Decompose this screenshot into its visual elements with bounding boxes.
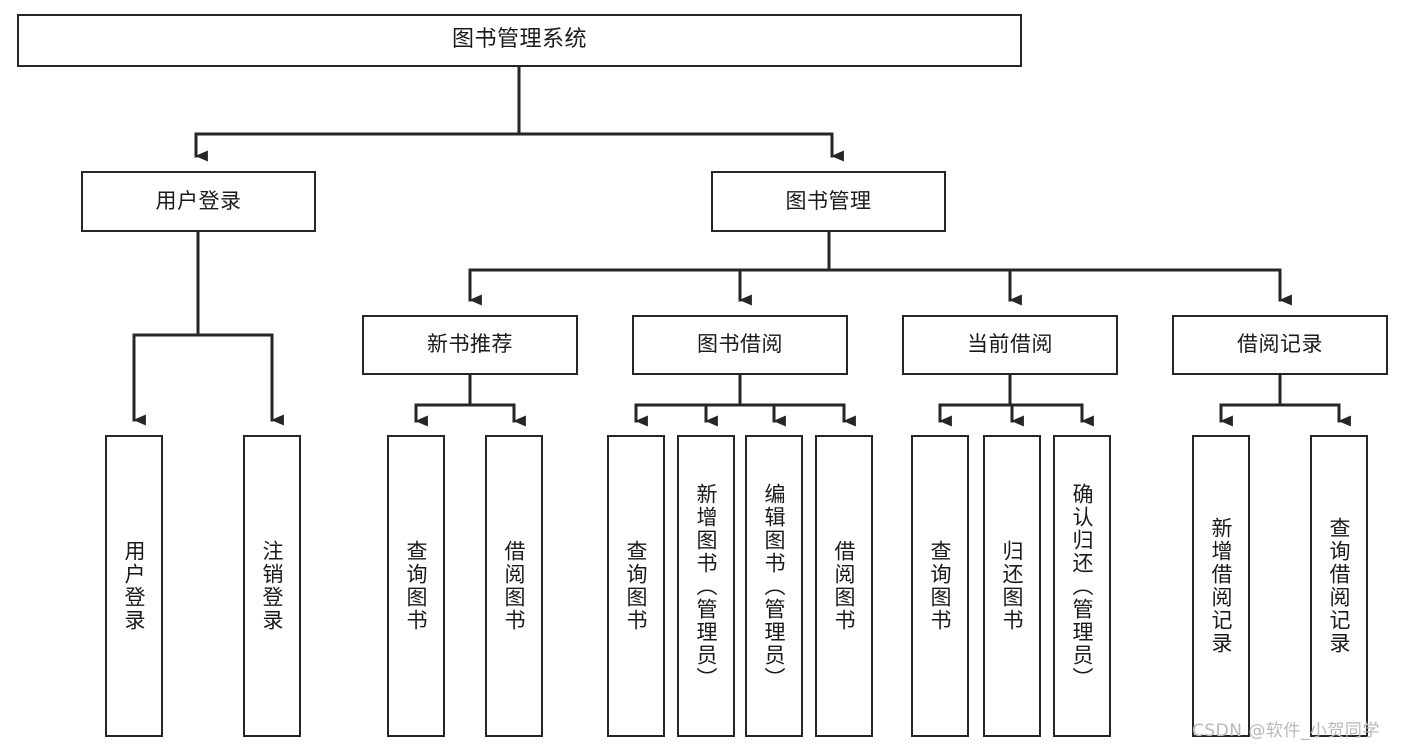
node-leaf-query-record-label: 查询借阅记录: [1327, 517, 1352, 655]
node-leaf-confirm-return-label: 确认归还（管理员）: [1070, 482, 1095, 690]
node-leaf-borrow-book-2[interactable]: 借阅图书: [815, 435, 873, 737]
watermark: CSDN @软件_小贺同学: [1192, 721, 1380, 741]
node-leaf-return-book[interactable]: 归还图书: [983, 435, 1041, 737]
node-book-borrow-label: 图书借阅: [697, 332, 783, 357]
node-leaf-query-book-3[interactable]: 查询图书: [911, 435, 969, 737]
node-leaf-add-book-label: 新增图书（管理员）: [694, 482, 719, 690]
node-leaf-add-record[interactable]: 新增借阅记录: [1192, 435, 1250, 737]
node-leaf-confirm-return[interactable]: 确认归还（管理员）: [1053, 435, 1111, 737]
node-root-label: 图书管理系统: [451, 27, 587, 53]
node-leaf-query-record[interactable]: 查询借阅记录: [1310, 435, 1368, 737]
node-book-manage[interactable]: 图书管理: [711, 171, 946, 232]
node-current-borrow-label: 当前借阅: [967, 332, 1053, 357]
node-leaf-user-login-label: 用户登录: [122, 540, 147, 632]
node-leaf-query-book-1-label: 查询图书: [404, 540, 429, 632]
node-user-login-label: 用户登录: [155, 188, 242, 213]
node-leaf-user-login[interactable]: 用户登录: [105, 435, 163, 737]
node-book-manage-label: 图书管理: [785, 188, 872, 213]
node-leaf-return-book-label: 归还图书: [1000, 540, 1025, 632]
node-leaf-logout-label: 注销登录: [260, 540, 285, 632]
node-leaf-query-book-3-label: 查询图书: [928, 540, 953, 632]
node-leaf-query-book-2-label: 查询图书: [624, 540, 649, 632]
node-leaf-logout[interactable]: 注销登录: [243, 435, 301, 737]
node-user-login[interactable]: 用户登录: [81, 171, 316, 232]
node-borrow-record[interactable]: 借阅记录: [1172, 315, 1388, 375]
node-leaf-borrow-book-1-label: 借阅图书: [502, 540, 527, 632]
node-leaf-query-book-2[interactable]: 查询图书: [607, 435, 665, 737]
node-new-book-recommend[interactable]: 新书推荐: [362, 315, 578, 375]
node-root[interactable]: 图书管理系统: [17, 14, 1022, 67]
node-leaf-edit-book[interactable]: 编辑图书（管理员）: [745, 435, 803, 737]
node-current-borrow[interactable]: 当前借阅: [902, 315, 1118, 375]
node-borrow-record-label: 借阅记录: [1237, 332, 1323, 357]
node-leaf-add-book[interactable]: 新增图书（管理员）: [677, 435, 735, 737]
node-leaf-borrow-book-1[interactable]: 借阅图书: [485, 435, 543, 737]
node-leaf-add-record-label: 新增借阅记录: [1209, 517, 1234, 655]
node-leaf-query-book-1[interactable]: 查询图书: [387, 435, 445, 737]
node-leaf-borrow-book-2-label: 借阅图书: [832, 540, 857, 632]
node-new-book-recommend-label: 新书推荐: [427, 332, 513, 357]
node-leaf-edit-book-label: 编辑图书（管理员）: [762, 482, 787, 690]
node-book-borrow[interactable]: 图书借阅: [632, 315, 848, 375]
